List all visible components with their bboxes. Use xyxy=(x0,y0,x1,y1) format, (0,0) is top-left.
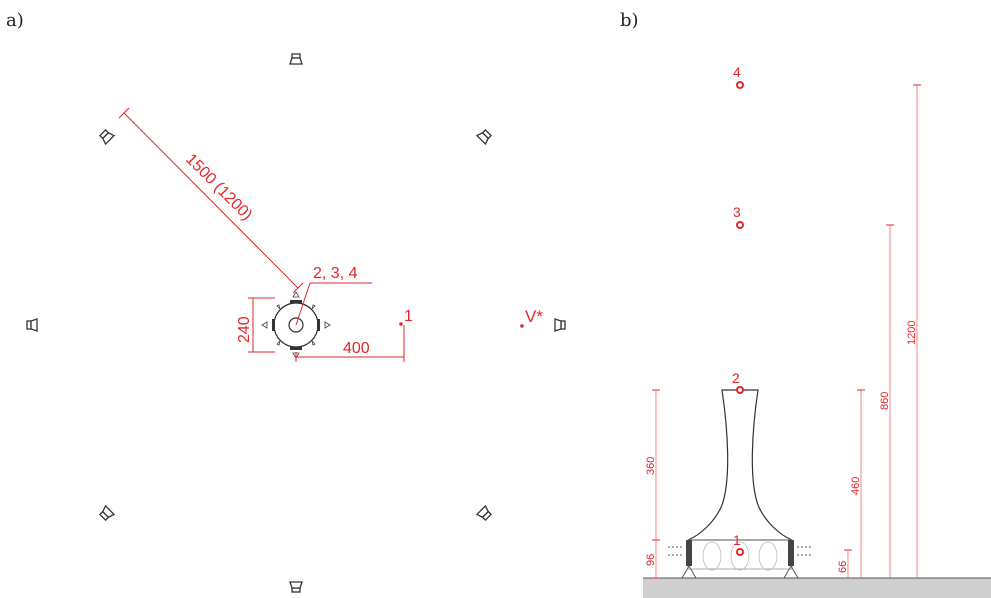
elev-point-3-marker xyxy=(736,221,744,229)
offset-dimension-label: 400 xyxy=(343,340,370,357)
elev-point-2-marker xyxy=(736,386,744,394)
plan-view: 1500 (1200) 2, 3, 4 240 400 1 V* xyxy=(26,53,566,593)
dim-460-label: 460 xyxy=(850,477,862,495)
horn-structure xyxy=(687,389,793,541)
point-1-marker xyxy=(399,322,403,326)
panel-label-a: a) xyxy=(6,10,24,31)
outer-speaker-top-right xyxy=(476,127,494,145)
elev-point-1-marker xyxy=(736,548,744,556)
elev-point-3-label: 3 xyxy=(733,204,741,220)
elev-point-2-label: 2 xyxy=(732,370,740,386)
virtual-source-marker xyxy=(520,324,524,328)
elev-point-1-label: 1 xyxy=(733,532,741,548)
outer-speaker-left xyxy=(26,318,38,332)
outer-speaker-right xyxy=(554,318,566,332)
radius-dimension-line xyxy=(123,112,299,289)
panel-label-b: b) xyxy=(620,10,639,31)
outer-speaker-top-left xyxy=(97,127,115,145)
point-1-label: 1 xyxy=(404,308,413,325)
dim-66-label: 66 xyxy=(837,561,849,573)
outer-speaker-top xyxy=(289,53,303,65)
elev-point-4-marker xyxy=(736,81,744,89)
central-array xyxy=(261,291,331,359)
outer-speaker-bottom xyxy=(289,581,303,593)
diameter-dimension-label: 240 xyxy=(236,316,253,343)
elev-point-4-label: 4 xyxy=(733,64,741,80)
radius-dimension-label: 1500 (1200) xyxy=(182,151,255,224)
dim-1200-label: 1200 xyxy=(906,321,918,345)
outer-speaker-bottom-right xyxy=(476,505,494,523)
virtual-source-label: V* xyxy=(525,307,543,326)
dim-96-label: 96 xyxy=(645,554,657,566)
outer-speaker-bottom-left xyxy=(97,505,115,523)
elevation-view: 1 2 3 4 360 96 66 460 860 1200 xyxy=(643,64,991,598)
dim-860-label: 860 xyxy=(879,392,891,410)
dim-360-label: 360 xyxy=(645,457,657,475)
ground xyxy=(643,578,991,598)
center-points-label: 2, 3, 4 xyxy=(313,265,358,282)
